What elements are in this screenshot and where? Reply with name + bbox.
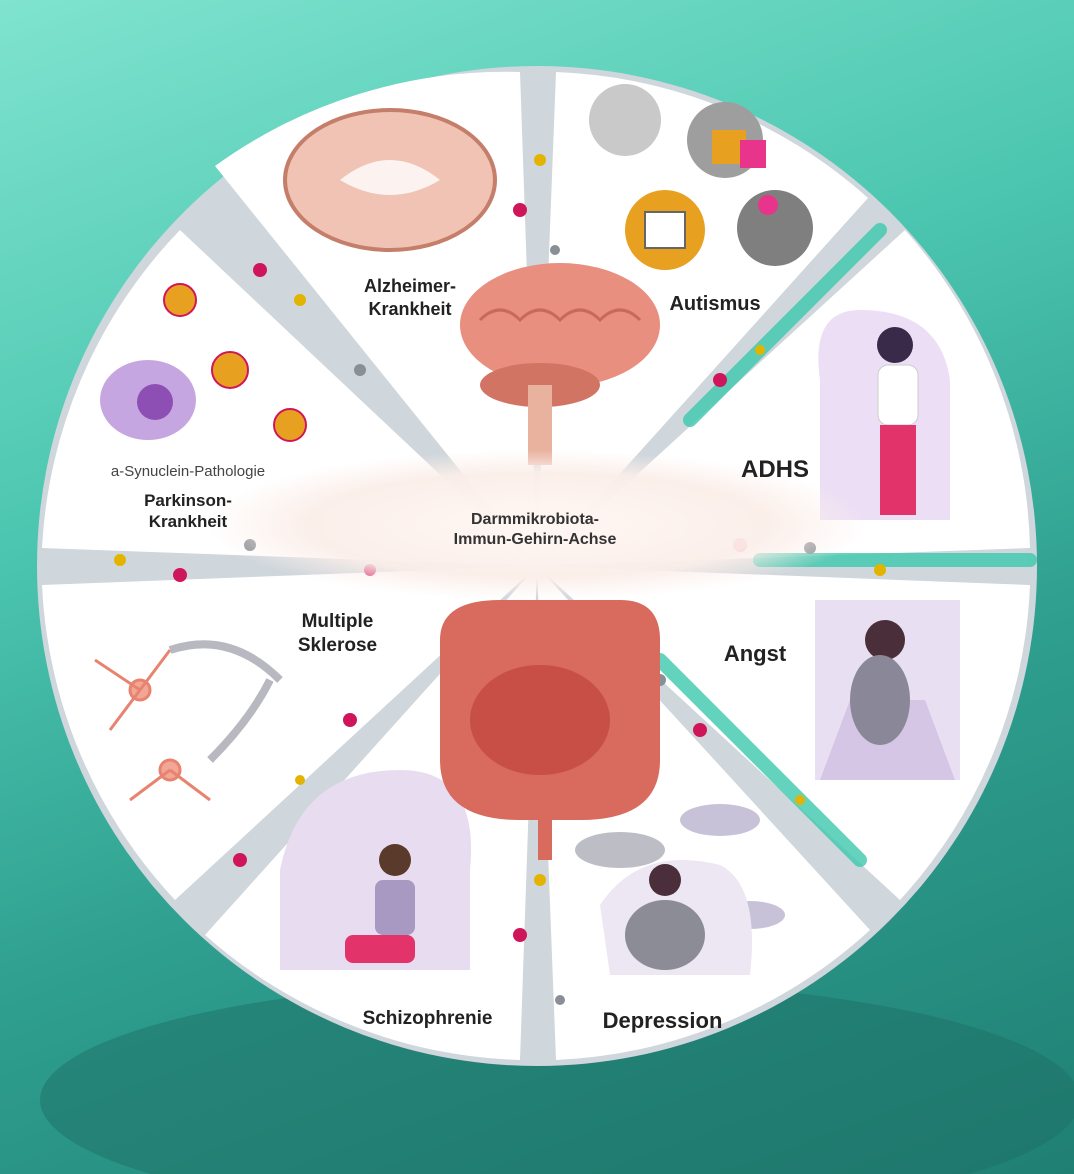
gut-icon bbox=[440, 600, 660, 860]
background-shade bbox=[40, 980, 1074, 1174]
label-alzheimer-line2: Krankheit bbox=[368, 298, 452, 319]
label-alzheimer: Alzheimer- Krankheit bbox=[350, 275, 470, 320]
center-label: Darmmikrobiota- Immun-Gehirn-Achse bbox=[400, 510, 670, 550]
label-parkinson-sublabel: a-Synuclein-Pathologie bbox=[110, 463, 266, 480]
label-alzheimer-line1: Alzheimer- bbox=[363, 276, 457, 296]
label-ms-line1: Multiple bbox=[301, 611, 374, 632]
center-line1: Darmmikrobiota- bbox=[470, 511, 600, 528]
brain-icon bbox=[460, 263, 660, 465]
person-icon bbox=[600, 860, 752, 975]
label-parkinson: Parkinson- Krankheit bbox=[118, 490, 258, 533]
person-icon bbox=[815, 600, 960, 780]
segment-ms[interactable] bbox=[42, 566, 537, 900]
label-parkinson-line1: Parkinson- bbox=[144, 491, 232, 510]
label-autism: Autismus bbox=[669, 293, 761, 315]
person-icon bbox=[818, 310, 950, 520]
neuron-icon bbox=[94, 640, 283, 802]
center-band bbox=[207, 450, 867, 600]
protein-aggregate-icon bbox=[163, 283, 307, 442]
person-icon bbox=[280, 770, 472, 970]
center-line2: Immun-Gehirn-Achse bbox=[453, 531, 617, 548]
puzzle-head-icon bbox=[589, 84, 813, 270]
label-ms-line2: Sklerose bbox=[297, 634, 378, 656]
cell-icon bbox=[100, 360, 196, 440]
label-schizophrenia: Schizophrenie bbox=[362, 1008, 493, 1029]
brain-slice-icon bbox=[283, 108, 497, 252]
label-parkinson-line2: Krankheit bbox=[148, 512, 228, 532]
label-ms: Multiple Sklerose bbox=[280, 610, 395, 658]
label-depression: Depression bbox=[602, 1008, 723, 1033]
label-adhd: ADHS bbox=[740, 456, 809, 483]
label-anxiety: Angst bbox=[723, 641, 787, 666]
